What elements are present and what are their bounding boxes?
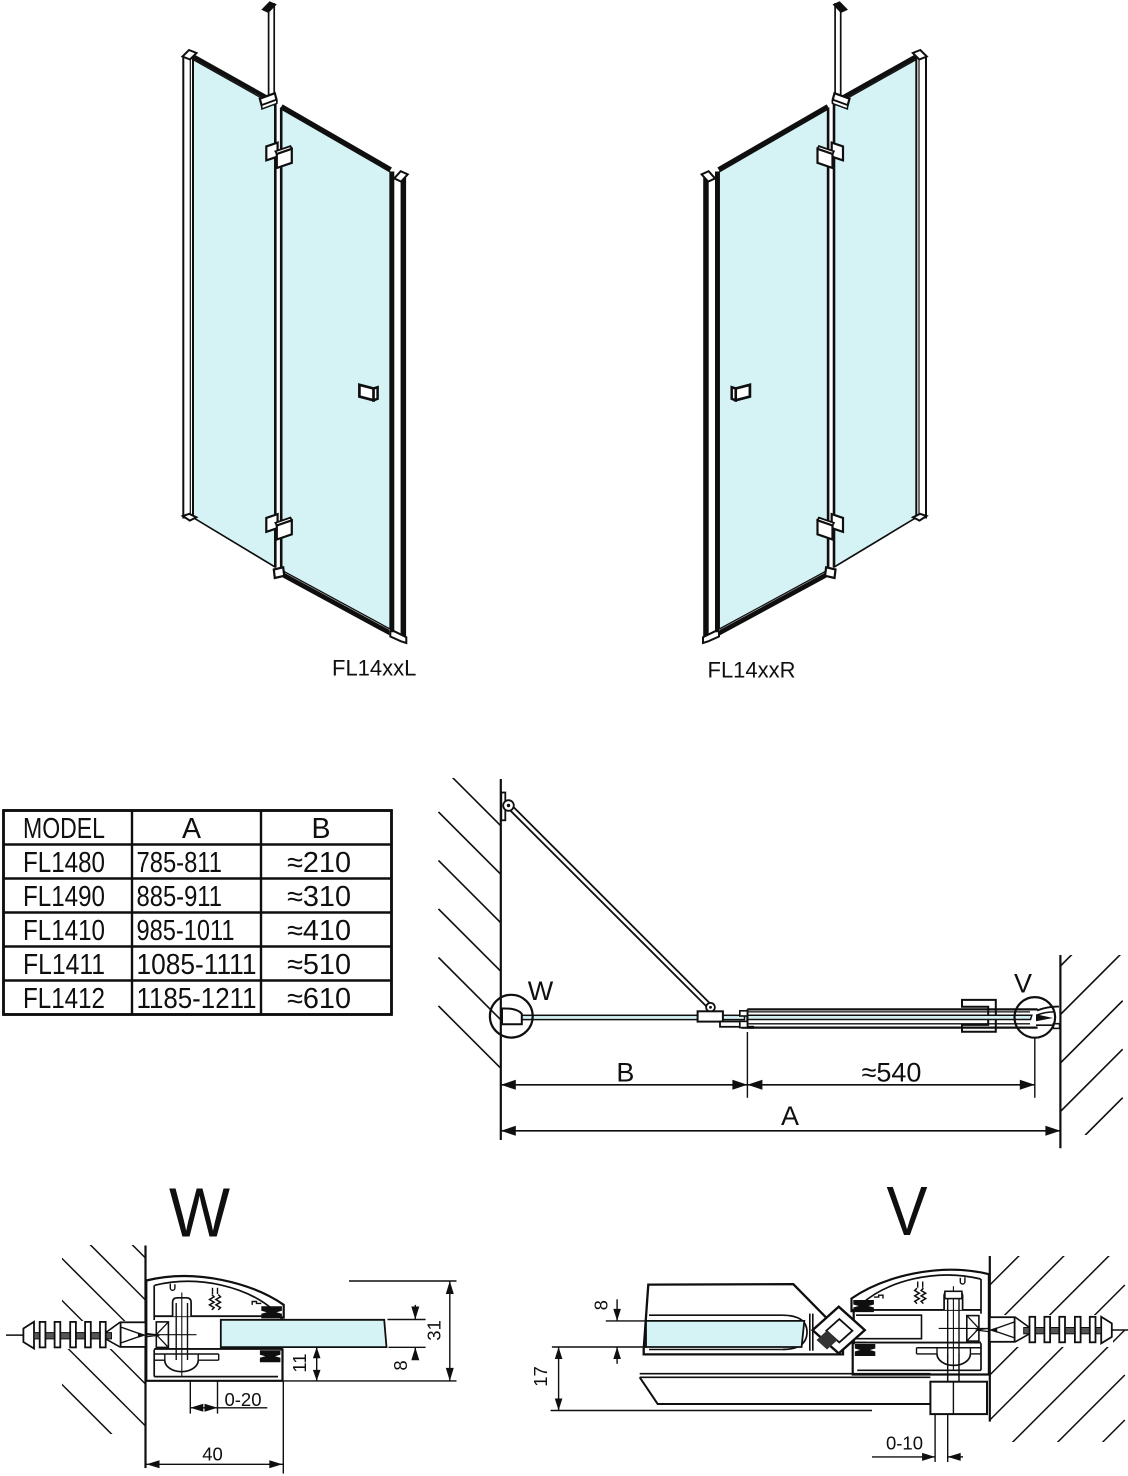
svg-text:W: W bbox=[528, 976, 554, 1006]
svg-text:985-1011: 985-1011 bbox=[137, 915, 235, 947]
svg-text:31: 31 bbox=[424, 1320, 445, 1341]
svg-text:FL14xxR: FL14xxR bbox=[708, 658, 796, 683]
svg-text:≈510: ≈510 bbox=[287, 949, 351, 981]
svg-text:B: B bbox=[311, 813, 330, 845]
svg-text:8: 8 bbox=[591, 1300, 612, 1310]
svg-text:0-10: 0-10 bbox=[886, 1432, 923, 1453]
svg-text:1185-1211: 1185-1211 bbox=[137, 983, 257, 1015]
svg-text:40: 40 bbox=[202, 1443, 223, 1464]
svg-text:FL1412: FL1412 bbox=[23, 983, 105, 1015]
svg-text:8: 8 bbox=[390, 1360, 411, 1370]
svg-text:1085-1111: 1085-1111 bbox=[137, 949, 257, 981]
svg-text:≈410: ≈410 bbox=[287, 915, 351, 947]
svg-text:FL1490: FL1490 bbox=[23, 881, 105, 913]
svg-text:A: A bbox=[182, 813, 201, 845]
svg-text:0-20: 0-20 bbox=[224, 1389, 261, 1410]
svg-text:MODEL: MODEL bbox=[23, 813, 105, 845]
svg-text:17: 17 bbox=[530, 1366, 551, 1387]
svg-text:FL1480: FL1480 bbox=[23, 847, 105, 879]
svg-text:FL1410: FL1410 bbox=[23, 915, 105, 947]
svg-text:≈210: ≈210 bbox=[287, 847, 351, 879]
svg-text:V: V bbox=[887, 1172, 928, 1250]
svg-text:FL14xxL: FL14xxL bbox=[332, 656, 416, 681]
svg-text:A: A bbox=[781, 1101, 799, 1131]
svg-text:≈610: ≈610 bbox=[287, 983, 351, 1015]
svg-text:B: B bbox=[616, 1058, 634, 1088]
svg-text:785-811: 785-811 bbox=[137, 847, 223, 879]
svg-text:≈540: ≈540 bbox=[862, 1058, 922, 1088]
svg-text:885-911: 885-911 bbox=[137, 881, 223, 913]
svg-text:V: V bbox=[1014, 969, 1032, 999]
svg-text:FL1411: FL1411 bbox=[23, 949, 105, 981]
svg-text:≈310: ≈310 bbox=[287, 881, 351, 913]
svg-text:W: W bbox=[169, 1174, 230, 1252]
svg-text:11: 11 bbox=[289, 1353, 310, 1372]
